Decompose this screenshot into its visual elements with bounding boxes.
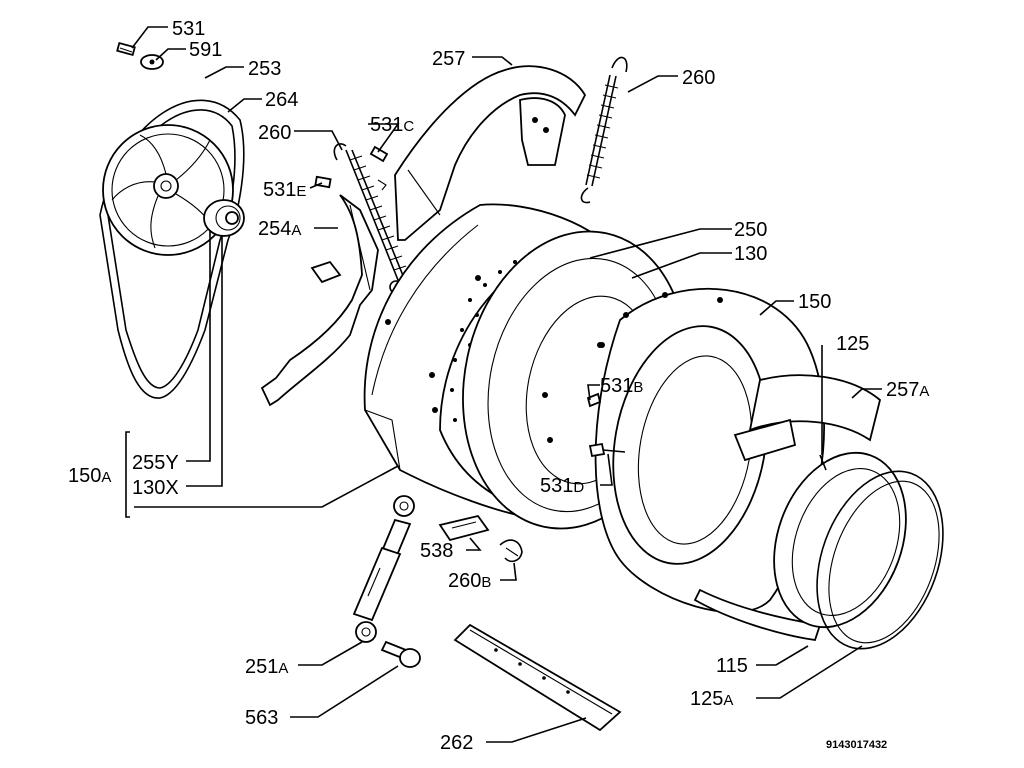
- callout-591: 591: [189, 39, 222, 61]
- tub-front-ring: [594, 287, 825, 614]
- callout-531d: 531D: [540, 475, 584, 497]
- callout-255y: 255Y: [132, 452, 179, 474]
- counterweight: [394, 65, 587, 241]
- callout-563: 563: [245, 707, 278, 729]
- leader-lines: [125, 26, 882, 743]
- callout-125a: 125A: [690, 688, 733, 710]
- tub-screws: [586, 392, 626, 458]
- callout-257: 257: [432, 48, 465, 70]
- callout-531c: 531C: [370, 114, 414, 136]
- bracket-support: [260, 194, 379, 407]
- shock-absorber: [352, 495, 415, 643]
- callout-262: 262: [440, 732, 473, 754]
- front-counterweight: [693, 374, 882, 641]
- drawing-number: 9143017432: [826, 739, 887, 751]
- clip: [499, 539, 523, 563]
- pulley-screw-and-washer: [116, 41, 164, 70]
- callout-130: 130: [734, 243, 767, 265]
- shock-absorber-pin: [380, 640, 421, 668]
- callout-260-left: 260: [258, 122, 291, 144]
- callout-260-right: 260: [682, 67, 715, 89]
- callout-531e: 531E: [263, 179, 306, 201]
- parts-drawing: [99, 41, 944, 732]
- hinge-bar: [453, 623, 622, 732]
- callout-257a: 257A: [886, 379, 929, 401]
- callout-labels: 531 591 253 264 260 531C 531E 254A 257 2…: [68, 18, 929, 754]
- callout-264: 264: [265, 89, 298, 111]
- callout-150a: 150A: [68, 465, 111, 487]
- suspension-spring-left: [333, 143, 407, 294]
- callout-150: 150: [798, 291, 831, 313]
- small-screws: [314, 145, 389, 191]
- door-seal-and-clamp: [773, 451, 944, 650]
- drum-pulley: [99, 99, 245, 399]
- callout-250: 250: [734, 219, 767, 241]
- callout-531: 531: [172, 18, 205, 40]
- callout-253: 253: [248, 58, 281, 80]
- callout-531b: 531B: [600, 375, 643, 397]
- suspension-spring-right: [580, 56, 628, 204]
- callout-125: 125: [836, 333, 869, 355]
- label-plate: [438, 514, 490, 542]
- callout-254a: 254A: [258, 218, 301, 240]
- callout-130x: 130X: [132, 477, 179, 499]
- callout-260b: 260B: [448, 570, 491, 592]
- callout-538: 538: [420, 540, 453, 562]
- callout-251a: 251A: [245, 656, 288, 678]
- callout-115: 115: [716, 655, 748, 677]
